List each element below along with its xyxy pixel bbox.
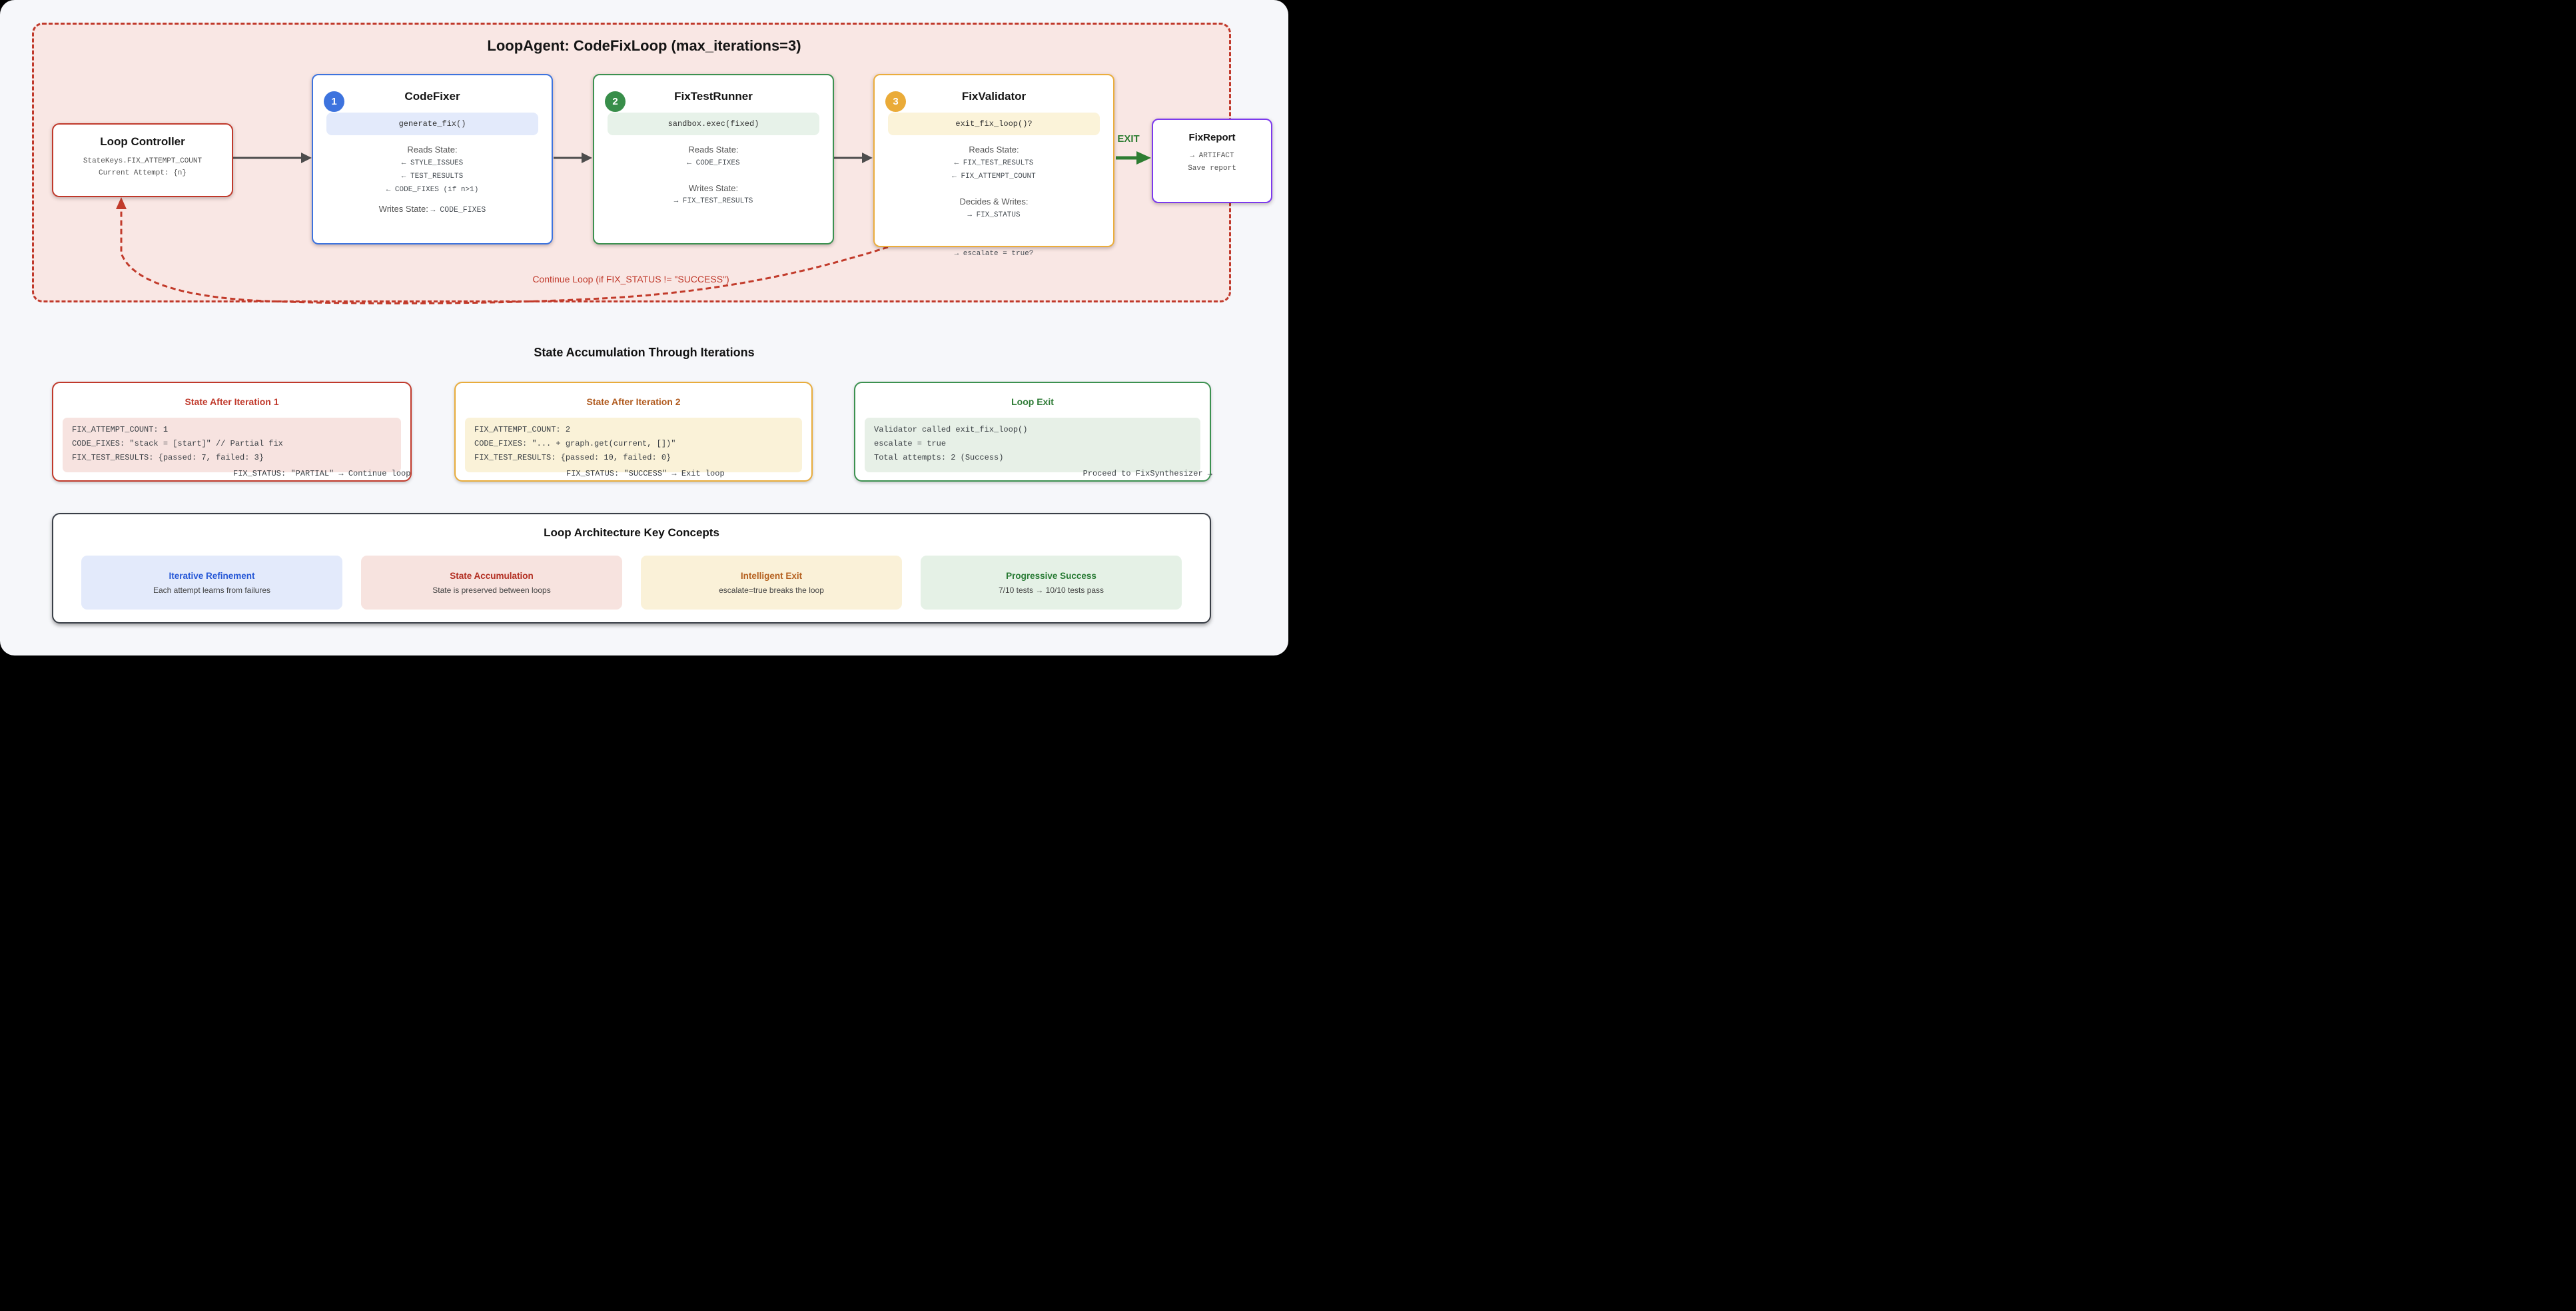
- codefixer-node: 1 CodeFixer generate_fix() Reads State: …: [312, 74, 553, 244]
- fixvalidator-write-fix-status: → FIX_STATUS: [967, 211, 1021, 219]
- fixreport-node: FixReport → ARTIFACT Save report: [1152, 119, 1272, 203]
- continue-loop-label: Continue Loop (if FIX_STATUS != "SUCCESS…: [532, 274, 729, 284]
- codefixer-read-style-issues: ← STYLE_ISSUES: [401, 159, 464, 167]
- code-line: FIX_ATTEMPT_COUNT: 2: [474, 425, 571, 434]
- loop-controller-statekey: StateKeys.FIX_ATTEMPT_COUNT: [83, 157, 203, 165]
- page-background: LoopAgent: CodeFixLoop (max_iterations=3…: [0, 0, 1288, 656]
- code-line: FIX_TEST_RESULTS: {passed: 7, failed: 3}: [72, 453, 264, 462]
- concept-intelligent-exit: Intelligent Exit escalate=true breaks th…: [641, 556, 902, 610]
- code-line: Total attempts: 2 (Success): [874, 453, 1004, 462]
- state-iteration-2-card: State After Iteration 2 FIX_ATTEMPT_COUN…: [454, 382, 813, 482]
- fixtestrunner-title: FixTestRunner: [674, 90, 753, 103]
- codefixer-writes-value: → CODE_FIXES: [430, 205, 486, 215]
- state-iteration-2-title: State After Iteration 2: [586, 396, 681, 407]
- concept-title: Intelligent Exit: [740, 570, 803, 581]
- codefixer-reads-label: Reads State:: [407, 145, 458, 155]
- code-line: CODE_FIXES: "... + graph.get(current, []…: [474, 439, 676, 448]
- codefixer-read-test-results: ← TEST_RESULTS: [401, 172, 464, 181]
- fixvalidator-title: FixValidator: [961, 90, 1027, 103]
- key-concepts-card: Loop Architecture Key Concepts Iterative…: [52, 513, 1211, 624]
- exit-label: EXIT: [1117, 133, 1140, 145]
- concept-title: Progressive Success: [1006, 570, 1096, 581]
- screenshot-canvas: LoopAgent: CodeFixLoop (max_iterations=3…: [0, 0, 1288, 656]
- code-line: CODE_FIXES: "stack = [start]" // Partial…: [72, 439, 283, 448]
- concept-progressive-success: Progressive Success 7/10 tests → 10/10 t…: [921, 556, 1182, 610]
- state-iteration-2-code: FIX_ATTEMPT_COUNT: 2 CODE_FIXES: "... + …: [465, 418, 802, 472]
- state-iteration-2-status-line: FIX_STATUS: "SUCCESS" → Exit loop: [566, 469, 725, 478]
- step-3-badge: 3: [885, 91, 906, 112]
- state-section-title: State Accumulation Through Iterations: [534, 346, 755, 359]
- fixvalidator-decides-label: Decides & Writes:: [959, 197, 1029, 207]
- state-iteration-1-status-line: FIX_STATUS: "PARTIAL" → Continue loop: [233, 469, 411, 478]
- fixtestrunner-reads-label: Reads State:: [688, 145, 739, 155]
- codefixer-read-code-fixes: ← CODE_FIXES (if n>1): [386, 186, 479, 195]
- loop-container-title: LoopAgent: CodeFixLoop (max_iterations=3…: [487, 37, 801, 54]
- fixtestrunner-function-pill: sandbox.exec(fixed): [608, 113, 819, 135]
- fixreport-artifact-line: → ARTIFACT: [1190, 152, 1234, 160]
- concept-state-accumulation: State Accumulation State is preserved be…: [361, 556, 622, 610]
- loop-controller-attempt: Current Attempt: {n}: [98, 169, 187, 178]
- fixtestrunner-read-code-fixes: ← CODE_FIXES: [687, 159, 740, 167]
- loop-controller-title: Loop Controller: [100, 135, 185, 148]
- key-concepts-tiles: Iterative Refinement Each attempt learns…: [53, 556, 1210, 610]
- codefixer-writes-label: Writes State:: [378, 203, 428, 214]
- codefixer-title: CodeFixer: [404, 90, 460, 103]
- concept-title: State Accumulation: [450, 570, 534, 581]
- step-1-badge: 1: [324, 91, 344, 112]
- fixtestrunner-node: 2 FixTestRunner sandbox.exec(fixed) Read…: [593, 74, 834, 244]
- fixtestrunner-writes-label: Writes State:: [688, 183, 739, 193]
- code-line: Validator called exit_fix_loop(): [874, 425, 1028, 434]
- state-iteration-1-card: State After Iteration 1 FIX_ATTEMPT_COUN…: [52, 382, 412, 482]
- fixreport-title: FixReport: [1188, 132, 1236, 143]
- codefixer-writes-line: Writes State: → CODE_FIXES: [313, 204, 552, 215]
- state-iteration-1-code: FIX_ATTEMPT_COUNT: 1 CODE_FIXES: "stack …: [63, 418, 401, 472]
- loop-exit-proceed-line: Proceed to FixSynthesizer →: [1082, 469, 1212, 478]
- loop-exit-title: Loop Exit: [1011, 396, 1054, 407]
- fixreport-save-line: Save report: [1188, 164, 1236, 173]
- fixvalidator-reads-label: Reads State:: [969, 145, 1019, 155]
- concept-iterative-refinement: Iterative Refinement Each attempt learns…: [81, 556, 342, 610]
- concept-desc: escalate=true breaks the loop: [719, 585, 824, 595]
- fixvalidator-write-escalate: → escalate = true?: [954, 250, 1034, 258]
- loop-exit-card: Loop Exit Validator called exit_fix_loop…: [854, 382, 1212, 482]
- loop-exit-code: Validator called exit_fix_loop() escalat…: [865, 418, 1200, 472]
- key-concepts-title: Loop Architecture Key Concepts: [544, 526, 719, 539]
- fixvalidator-read-fix-attempt-count: ← FIX_ATTEMPT_COUNT: [952, 172, 1036, 181]
- concept-desc: Each attempt learns from failures: [153, 585, 271, 595]
- concept-desc: State is preserved between loops: [432, 585, 551, 595]
- codefixer-function-pill: generate_fix(): [326, 113, 538, 135]
- fixvalidator-read-fix-test-results: ← FIX_TEST_RESULTS: [954, 159, 1034, 167]
- fixvalidator-function-pill: exit_fix_loop()?: [888, 113, 1100, 135]
- code-line: FIX_ATTEMPT_COUNT: 1: [72, 425, 169, 434]
- concept-title: Iterative Refinement: [169, 570, 255, 581]
- loop-controller-node: Loop Controller StateKeys.FIX_ATTEMPT_CO…: [52, 123, 233, 197]
- state-iteration-1-title: State After Iteration 1: [185, 396, 279, 407]
- step-2-badge: 2: [605, 91, 626, 112]
- concept-desc: 7/10 tests → 10/10 tests pass: [998, 585, 1104, 595]
- fixtestrunner-write-fix-test-results: → FIX_TEST_RESULTS: [673, 197, 753, 206]
- code-line: escalate = true: [874, 439, 947, 448]
- fixvalidator-node: 3 FixValidator exit_fix_loop()? Reads St…: [873, 74, 1114, 258]
- code-line: FIX_TEST_RESULTS: {passed: 10, failed: 0…: [474, 453, 671, 462]
